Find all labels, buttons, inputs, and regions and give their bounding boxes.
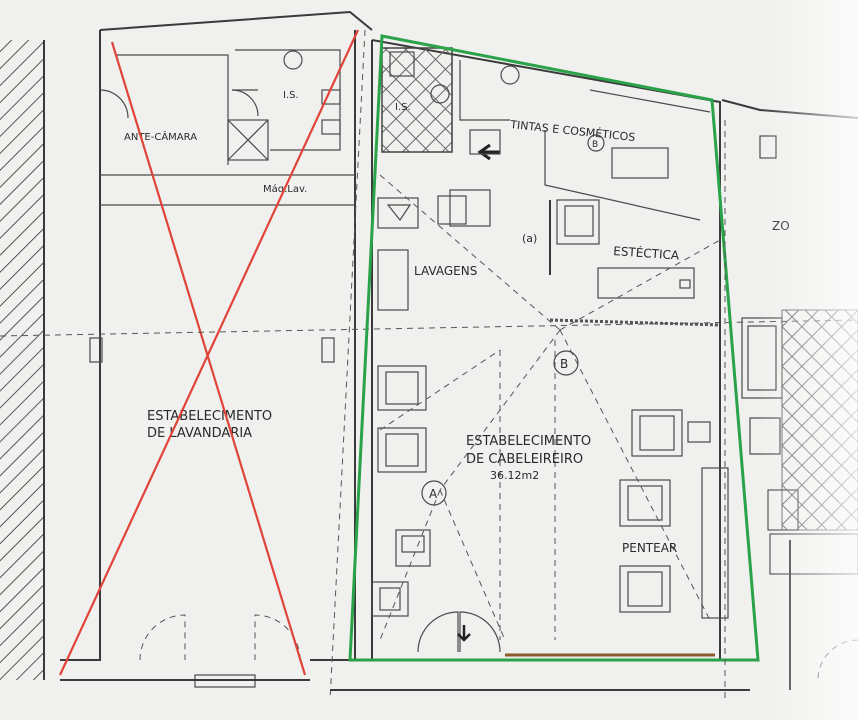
salon-sight-lines — [379, 174, 721, 641]
salon-unit-walls — [330, 39, 750, 691]
laundry-unit-walls — [60, 10, 373, 688]
small-marker-b-label: B — [592, 140, 598, 150]
label-tintas-cosmeticos: TINTAS E COSMÉTICOS — [509, 118, 636, 144]
label-left-is: I.S. — [283, 90, 299, 101]
section-marker-b-label: B — [560, 357, 568, 371]
hatched-party-wall — [0, 40, 45, 680]
section-marker-a — [421, 480, 447, 506]
unit-boundary-line — [329, 29, 366, 701]
small-marker-a-label: (a) — [522, 232, 537, 245]
small-marker-b — [587, 134, 605, 152]
section-marker-a-label: A — [429, 487, 438, 501]
horizontal-section-line — [0, 319, 858, 337]
label-laundry-line1: ESTABELECIMENTO — [147, 409, 272, 424]
selected-area-outline — [348, 34, 760, 662]
section-marker-b — [553, 350, 579, 376]
label-pentear: PENTEAR — [622, 541, 677, 555]
label-salon-area: 36.12m2 — [490, 469, 539, 482]
label-estetica: ESTÉCTICA — [613, 243, 681, 263]
removed-unit-cross — [59, 29, 359, 676]
label-lavagens: LAVAGENS — [414, 264, 477, 278]
label-laundry-line2: DE LAVANDARIA — [147, 426, 252, 441]
label-salon-line2: DE CABELEIREIRO — [466, 452, 583, 467]
label-salon-line1: ESTABELECIMENTO — [466, 434, 591, 449]
label-right-is: I.S. — [395, 102, 411, 113]
sun-glare — [760, 0, 858, 720]
label-ante-camara: ANTE-CÂMARA — [124, 130, 197, 143]
